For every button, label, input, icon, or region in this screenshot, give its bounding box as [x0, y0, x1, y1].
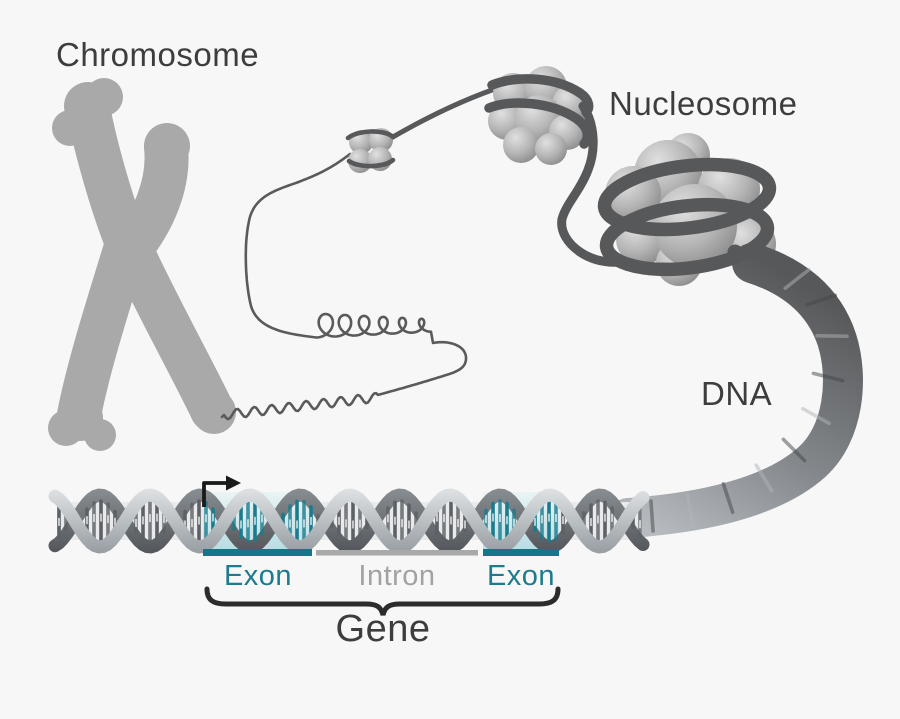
nucleosome-middle: [484, 66, 625, 267]
gene-bracket: [204, 586, 561, 616]
chromatin-fiber: [220, 152, 468, 421]
exon-label-1: Exon: [223, 560, 293, 592]
exon-label-2: Exon: [486, 560, 556, 592]
intron-bar: [316, 550, 478, 556]
nucleosome-small: [345, 128, 396, 173]
exon-bar-1: [203, 549, 312, 556]
dna-band: [608, 243, 863, 538]
dna-band-helix-texture: [649, 267, 849, 533]
transcription-start-arrow-icon: [202, 475, 241, 507]
exon-bar-2: [483, 549, 559, 556]
chromosome-label: Chromosome: [56, 36, 260, 73]
intron-label: Intron: [358, 560, 436, 592]
dna-label: DNA: [701, 375, 773, 412]
chromosome-shape: [48, 78, 236, 451]
gene-label: Gene: [335, 608, 431, 650]
nucleosome-label: Nucleosome: [609, 85, 798, 122]
dna-double-helix: [48, 488, 650, 554]
nucleosome-large-dna-wraps: [597, 157, 777, 277]
chromatin-fiber-thick: [383, 87, 495, 144]
